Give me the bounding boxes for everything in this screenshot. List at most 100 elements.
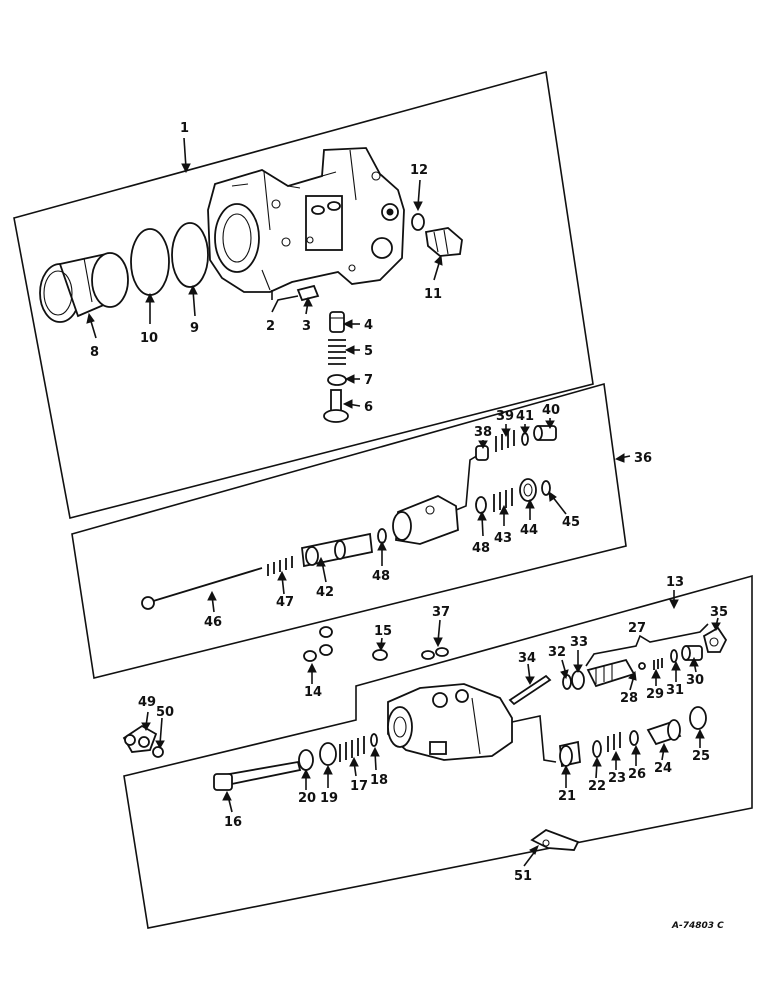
seal-37b-part [435, 647, 449, 657]
callout-23: 23 [608, 771, 626, 786]
plug-30-part [681, 645, 703, 661]
washer-12-part [411, 213, 425, 231]
callout-51: 51 [514, 869, 532, 884]
callout-4: 4 [364, 318, 373, 333]
washer-7-part [327, 374, 347, 386]
drawing-code: A-74803 C [671, 921, 724, 931]
ring-32-part [562, 674, 572, 690]
ring-25-part [689, 706, 707, 730]
callout-41: 41 [516, 409, 534, 424]
callout-2: 2 [266, 319, 275, 334]
bolt-6-part [323, 389, 349, 423]
callout-48b: 48 [472, 541, 490, 556]
callout-42: 42 [316, 585, 334, 600]
washer-14a-part [303, 650, 317, 662]
callout-13: 13 [666, 575, 684, 590]
ring-9-part [171, 222, 209, 288]
callout-10: 10 [140, 331, 158, 346]
ring-48b-part [475, 496, 487, 514]
cover-35-part [702, 626, 728, 653]
callout-43: 43 [494, 531, 512, 546]
ring-22-part [592, 740, 602, 758]
callout-28: 28 [620, 691, 638, 706]
callout-48a: 48 [372, 569, 390, 584]
ring-26-part [629, 730, 639, 746]
ring-15-part [372, 649, 388, 661]
callout-27: 27 [628, 621, 646, 636]
spring-29-part [653, 658, 663, 670]
valve-24-part [646, 719, 682, 746]
callout-18: 18 [370, 773, 388, 788]
callout-50: 50 [156, 705, 174, 720]
spring-5-part [328, 339, 346, 365]
plug-4-part [329, 311, 345, 333]
callout-labels: 1 2 3 4 5 6 7 8 9 10 11 12 13 14 15 16 1… [90, 121, 728, 931]
cover-35-hole [709, 637, 719, 647]
pin-34-part [508, 674, 552, 706]
ring-10-part [130, 228, 170, 296]
washer-14b-part [319, 644, 333, 656]
rod-46-part [141, 567, 263, 610]
spring-47-part [267, 556, 293, 576]
callout-12: 12 [410, 163, 428, 178]
callout-22: 22 [588, 779, 606, 794]
callout-31: 31 [666, 683, 684, 698]
callout-9: 9 [190, 321, 199, 336]
callout-24: 24 [654, 761, 672, 776]
ring-31-part [670, 649, 678, 663]
ball-28-part [638, 662, 646, 670]
callout-37: 37 [432, 605, 450, 620]
callout-46: 46 [204, 615, 222, 630]
callout-30: 30 [686, 673, 704, 688]
fitting-11-part [424, 227, 463, 257]
callout-15: 15 [374, 624, 392, 639]
cap-44-part [519, 478, 537, 502]
washer-19-part [319, 742, 337, 766]
seal-37a-part [421, 650, 435, 660]
washer-20-part [298, 749, 314, 771]
panel-control-valve [123, 574, 753, 929]
spring-23-part [607, 732, 621, 752]
callout-1: 1 [180, 121, 189, 136]
callout-3: 3 [302, 319, 311, 334]
spring-17-part [339, 736, 365, 762]
nut-50-part [152, 746, 164, 758]
lever-51-part [530, 828, 580, 851]
bracket-49-part [122, 724, 158, 753]
ring-45-part [541, 480, 551, 496]
callout-39: 39 [496, 409, 514, 424]
callout-20: 20 [298, 791, 316, 806]
callout-34: 34 [518, 651, 536, 666]
washer-14c-part [319, 626, 333, 638]
spool-42-part [301, 532, 373, 568]
callout-45: 45 [562, 515, 580, 530]
callout-44: 44 [520, 523, 538, 538]
callout-49: 49 [138, 695, 156, 710]
callout-6: 6 [364, 400, 373, 415]
callout-47: 47 [276, 595, 294, 610]
callout-14: 14 [304, 685, 322, 700]
callout-26: 26 [628, 767, 646, 782]
shaft-16-part [213, 760, 302, 791]
callout-21: 21 [558, 789, 576, 804]
valve-body-36-part [392, 453, 481, 545]
piston-part [39, 252, 129, 323]
callout-25: 25 [692, 749, 710, 764]
control-valve-body-13-part [387, 683, 557, 763]
callout-8: 8 [90, 345, 99, 360]
callout-35: 35 [710, 605, 728, 620]
cap-40-part [533, 425, 557, 441]
valve-27-part [586, 658, 636, 688]
callout-17: 17 [350, 779, 368, 794]
callout-7: 7 [364, 373, 373, 388]
ring-18-part [370, 733, 378, 747]
callout-38: 38 [474, 425, 492, 440]
spring-43-part [493, 488, 513, 512]
callout-32: 32 [548, 645, 566, 660]
callout-5: 5 [364, 344, 373, 359]
panel-valve-assembly [71, 382, 627, 679]
plug-38-part [475, 445, 489, 461]
leader-arrows [86, 137, 721, 867]
callout-11: 11 [424, 287, 442, 302]
